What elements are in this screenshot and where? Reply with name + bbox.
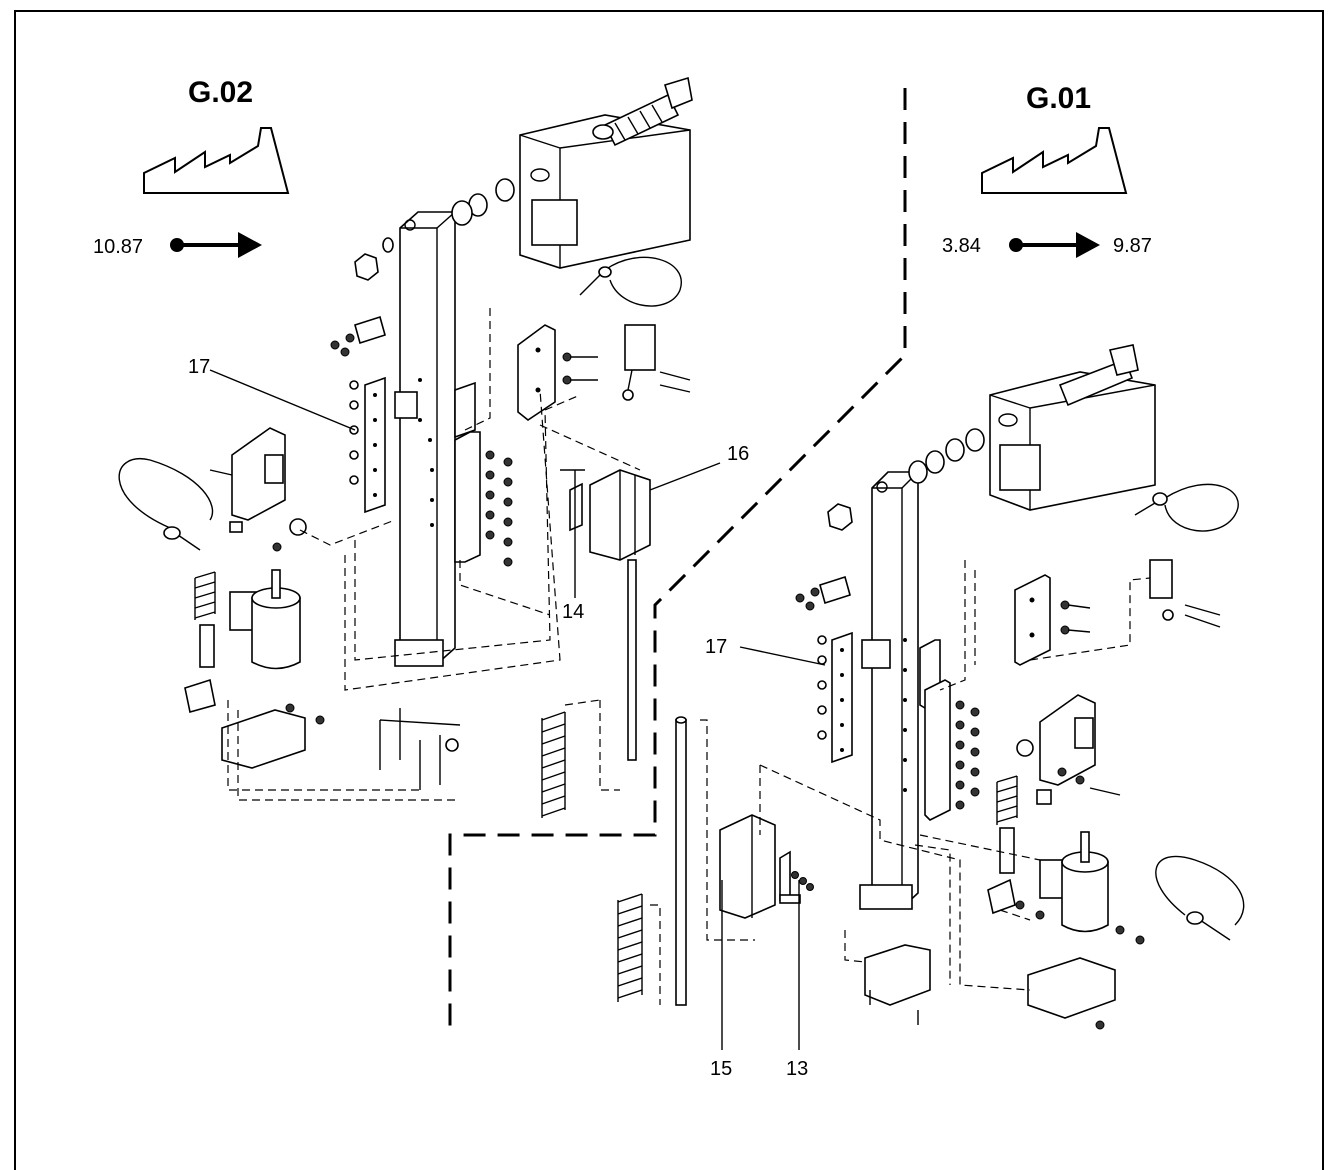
range-end-right: 9.87 [1113, 235, 1152, 257]
callout-16-left: 16 [727, 443, 750, 465]
callout-17-left: 17 [188, 356, 211, 378]
factory-icon-right [981, 127, 1128, 194]
assembly-divider-line [448, 88, 907, 1035]
callout-15-right: 15 [710, 1058, 733, 1080]
callout-14-left: 14 [562, 601, 585, 623]
arrow-right-icon-left [170, 232, 262, 258]
callout-leaders [209, 369, 826, 1050]
factory-icon-left [143, 127, 290, 194]
variant-label-left: G.02 [188, 76, 254, 109]
callout-13-right: 13 [786, 1058, 809, 1080]
callout-17-right: 17 [705, 636, 728, 658]
variant-label-right: G.01 [1026, 82, 1092, 115]
range-start-left: 10.87 [93, 236, 144, 258]
left-assembly [118, 76, 693, 818]
range-start-right: 3.84 [942, 235, 981, 257]
arrow-right-icon-right [1009, 232, 1100, 258]
right-assembly [617, 344, 1245, 1030]
drawing-frame [14, 10, 1324, 1170]
